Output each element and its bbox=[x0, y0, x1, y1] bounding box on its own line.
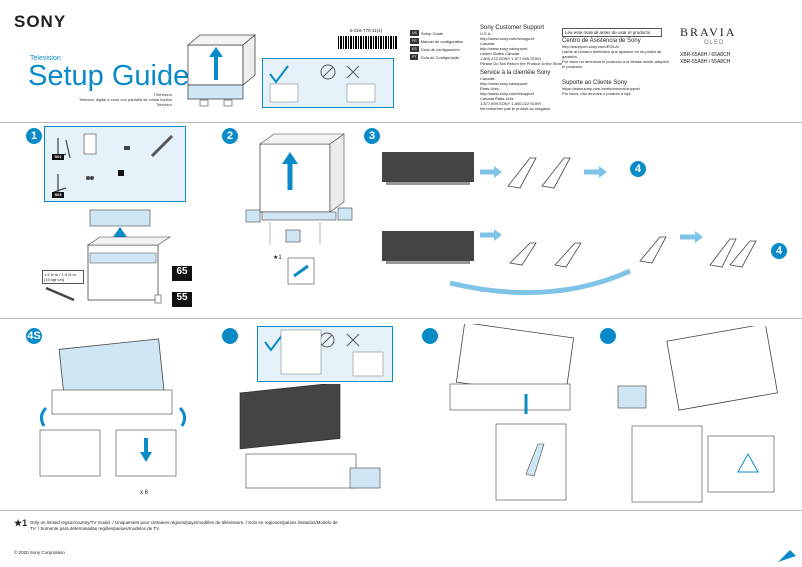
lang-code: ES bbox=[410, 46, 419, 52]
model: XBR-65A8H / 65A8CH bbox=[680, 52, 731, 58]
lang-label: Guía de configuración bbox=[420, 46, 460, 52]
step-7-badge bbox=[600, 328, 616, 344]
support-line: Canada: bbox=[480, 41, 496, 46]
support-en-title: Sony Customer Support bbox=[480, 25, 545, 31]
support-link[interactable]: https://www.sony.com.br/electronics/supp… bbox=[562, 86, 640, 91]
unboxing-illustration bbox=[186, 34, 257, 107]
sony-logo: SONY bbox=[14, 12, 67, 31]
lift-tv-illustration bbox=[39, 338, 187, 477]
step-5-badge bbox=[222, 328, 238, 344]
lang-code: US bbox=[410, 30, 419, 36]
subtitle-pt: Televisor bbox=[156, 102, 172, 107]
support-fr-title: Service à la clientèle Sony bbox=[480, 70, 551, 76]
support-line: États-Unis : bbox=[480, 86, 501, 91]
screwdriver-icon bbox=[45, 286, 75, 302]
torque-value: 1.5 N·m / 1.5 N·m bbox=[44, 272, 76, 277]
subtitle-fr: Téléviseur bbox=[153, 92, 172, 97]
support-line: Llame al número telefónico que aparece e… bbox=[562, 49, 662, 59]
size-badge-55: 55 bbox=[172, 292, 192, 307]
divider bbox=[0, 510, 802, 511]
note-star: ★1 bbox=[14, 518, 28, 528]
support-line: Canada États-Unis bbox=[480, 96, 514, 101]
region-star-note: ★1 bbox=[273, 255, 282, 261]
support-pt: Suporte ao Cliente Sony https://www.sony… bbox=[562, 80, 672, 96]
tv-stand-illustration-a bbox=[382, 152, 607, 189]
copyright: © 2020 Sony Corporation bbox=[14, 550, 65, 555]
parts-illustration bbox=[53, 133, 174, 193]
support-link[interactable]: http://esupport.sony.com/ES/LA/ bbox=[562, 44, 620, 49]
page-title: Setup Guide bbox=[28, 60, 190, 92]
part-tag: S01 bbox=[52, 154, 64, 160]
divider bbox=[0, 318, 802, 319]
step-1-badge: 1 bbox=[26, 128, 42, 144]
tv-stand-illustration-b bbox=[382, 229, 757, 296]
support-es: Centro de Asistencia de Sony http://esup… bbox=[562, 38, 672, 69]
lang-label: Setup Guide bbox=[420, 30, 444, 36]
support-link[interactable]: http://www.sony.com/tvsupport bbox=[480, 36, 534, 41]
step-4-badge: 4 bbox=[630, 161, 646, 177]
place-tv-illustration bbox=[239, 384, 381, 489]
size-badge-65: 65 bbox=[172, 266, 192, 281]
support-line: Por favor no devuelva el producto a la t… bbox=[562, 59, 669, 69]
corner-mark-icon bbox=[778, 550, 796, 562]
divider bbox=[0, 122, 802, 123]
soundbar-stand-illustration bbox=[87, 209, 171, 304]
support-line: 1.877.899.SONY 1.800.222.SONY bbox=[480, 101, 542, 106]
support-line: United States Canada bbox=[480, 51, 520, 56]
model: XBR-55A8H / 55A8CH bbox=[680, 59, 731, 65]
support-link[interactable]: http://www.sony.ca/support bbox=[480, 46, 528, 51]
support-line: Please Do Not Return the Product to the … bbox=[480, 61, 563, 66]
support-link[interactable]: http://www.sony.com/tvsupport bbox=[480, 91, 534, 96]
remove-box-illustration bbox=[245, 133, 353, 285]
support-en: Sony Customer Support U.S.A.: http://www… bbox=[480, 25, 562, 66]
part-number: 5-016-770-11(1) bbox=[350, 28, 383, 33]
torque-kgf: {15 kgf·cm} bbox=[44, 277, 65, 282]
step-3-badge: 3 bbox=[364, 128, 380, 144]
torque-note: 1.5 N·m / 1.5 N·m {15 kgf·cm} bbox=[42, 270, 84, 284]
barcode bbox=[338, 36, 398, 49]
final-assembly-illustration bbox=[617, 326, 778, 503]
lang-code: PT bbox=[410, 54, 419, 60]
subtitle: Téléviseur Televisor digital a color con… bbox=[60, 92, 172, 107]
times-6-label: x 6 bbox=[140, 490, 149, 496]
support-line: Canada : bbox=[480, 76, 497, 81]
oled-label: OLED bbox=[704, 40, 725, 46]
model-list: XBR-65A8H / 65A8CH XBR-55A8H / 55A8CH bbox=[680, 52, 730, 66]
lang-label: Guia de Configuração bbox=[420, 54, 460, 60]
support-line: Por favor, não devolva o produto à loja bbox=[562, 91, 631, 96]
parts-panel bbox=[44, 126, 186, 202]
support-line: 1.800.222.SONY 1.877.899.SONY bbox=[480, 56, 542, 61]
bravia-logo: BRAVIA bbox=[680, 25, 737, 39]
step-4s-badge: 4S bbox=[26, 328, 42, 344]
support-es-title: Centro de Asistencia de Sony bbox=[562, 38, 641, 44]
read-first-notice: Lea este manual antes de usar el product… bbox=[562, 28, 662, 37]
handling-icons-2 bbox=[264, 329, 384, 377]
lang-label: Manuel de configuration bbox=[420, 38, 464, 44]
lang-code: FR bbox=[410, 38, 419, 44]
category-label: Television bbox=[30, 55, 61, 62]
support-line: Ne retournez pas le produit au magasin bbox=[480, 106, 551, 111]
handling-icons bbox=[269, 64, 376, 103]
support-fr: Service à la clientèle Sony Canada : htt… bbox=[480, 70, 550, 111]
step-2-badge: 2 bbox=[222, 128, 238, 144]
support-line: U.S.A.: bbox=[480, 31, 493, 36]
attach-stand-illustration bbox=[449, 324, 575, 501]
support-pt-title: Suporte ao Cliente Sony bbox=[562, 80, 628, 86]
support-link[interactable]: http://www.sony.ca/support bbox=[480, 81, 528, 86]
region-note: Only on limited region/country/TV model.… bbox=[30, 520, 338, 531]
subtitle-es: Televisor digital a color con pantalla d… bbox=[78, 97, 172, 102]
step-6-badge bbox=[422, 328, 438, 344]
part-tag: S03 bbox=[52, 192, 64, 198]
step-4b-badge: 4 bbox=[771, 243, 787, 259]
